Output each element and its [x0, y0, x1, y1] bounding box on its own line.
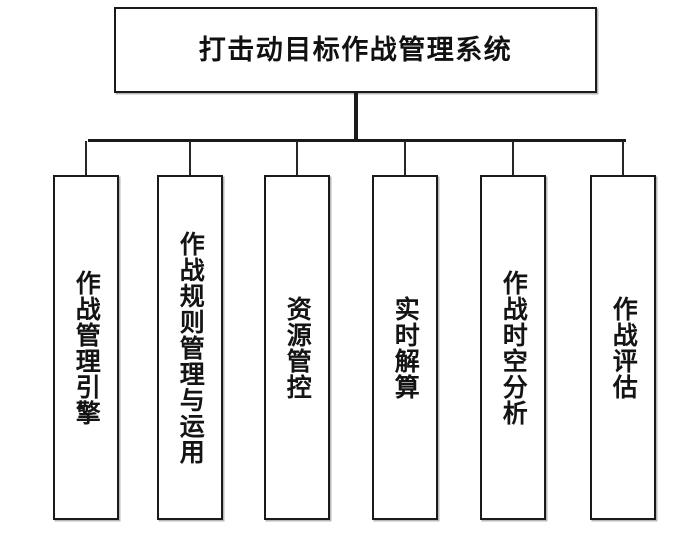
child-node-6-label: 作战评估 — [609, 295, 639, 400]
child-node-4[interactable]: 实时解算 — [372, 175, 438, 520]
child-node-3[interactable]: 资源管控 — [264, 175, 330, 520]
child-node-4-label: 实时解算 — [391, 295, 421, 400]
connector-drop-2 — [189, 141, 191, 176]
connector-horizontal-bus — [88, 139, 626, 142]
connector-drop-3 — [296, 141, 298, 176]
root-node-label: 打击动目标作战管理系统 — [198, 34, 513, 66]
root-node-system[interactable]: 打击动目标作战管理系统 — [114, 7, 597, 93]
connector-drop-6 — [622, 141, 624, 176]
child-node-1[interactable]: 作战管理引擎 — [53, 175, 119, 520]
child-node-2-label: 作战规则管理与运用 — [176, 230, 206, 465]
connector-drop-5 — [512, 141, 514, 176]
connector-drop-4 — [404, 141, 406, 176]
child-node-2[interactable]: 作战规则管理与运用 — [157, 175, 223, 520]
child-node-3-label: 资源管控 — [283, 295, 313, 400]
connector-drop-1 — [85, 141, 87, 176]
connector-trunk-vertical — [354, 92, 358, 142]
child-node-5[interactable]: 作战时空分析 — [480, 175, 546, 520]
child-node-1-label: 作战管理引擎 — [72, 269, 102, 426]
child-node-6[interactable]: 作战评估 — [590, 175, 656, 520]
child-node-5-label: 作战时空分析 — [499, 269, 529, 426]
